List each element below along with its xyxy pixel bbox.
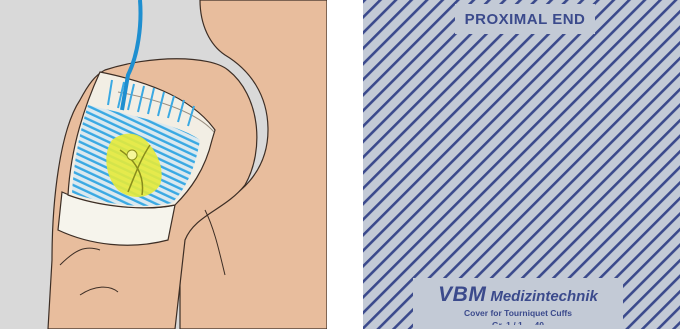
tourniquet-illustration-panel	[0, 0, 327, 329]
size-line-cut-off: Gr. 1 / 1 ... 40	[413, 319, 623, 325]
proximal-end-label-band: PROXIMAL END	[455, 4, 595, 34]
brand-suffix: Medizintechnik	[490, 288, 598, 305]
product-name: Cover for Tourniquet Cuffs	[413, 308, 623, 318]
brand-name: VBM	[438, 283, 486, 306]
arm-with-tourniquet-cuff-icon	[0, 0, 327, 329]
proximal-end-label: PROXIMAL END	[465, 11, 586, 28]
